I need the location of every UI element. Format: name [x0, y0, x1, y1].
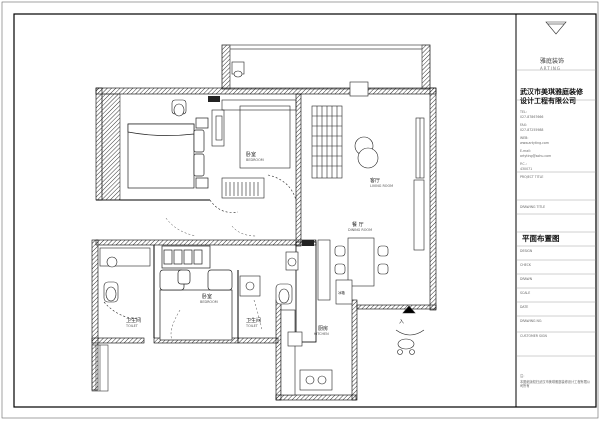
label-toilet1-en: TOILET: [125, 324, 139, 328]
field-date: DATE: [520, 305, 529, 309]
contact-web-label: WEB:: [520, 136, 529, 140]
field-check: CHECK: [520, 263, 531, 267]
inner-border: [13, 13, 597, 408]
label-toilet1-zh: 卫生间: [126, 317, 141, 324]
drawing-title: 平面布置图: [522, 234, 560, 243]
label-fridge: 冰箱: [338, 290, 345, 295]
contact-email-label: E-mail:: [520, 149, 532, 153]
label-kitchen-en: KITCHEN: [314, 332, 329, 336]
field-drawing-no: DRAWING NO.: [520, 319, 543, 323]
balcony: [221, 44, 431, 90]
logo-text: 雅庭装饰: [540, 58, 565, 65]
walls: [91, 87, 437, 401]
field-design: DESIGN: [520, 249, 533, 253]
label-toilet2-zh: 卫生间: [246, 317, 261, 324]
contact-fax: 027-87255988: [520, 128, 544, 132]
label-toilet2-en: TOILET: [245, 324, 259, 328]
kitchen-fixtures: [280, 279, 353, 396]
note-label: 注：: [520, 374, 527, 378]
contact-pc-label: P.C.:: [520, 162, 527, 166]
contact-tel-label: TEL:: [520, 110, 527, 114]
contact-web: www.artyting.com: [520, 141, 549, 145]
title-block-grid: [516, 69, 596, 357]
bed-upper: [127, 117, 209, 189]
label-living-zh: 客厅: [370, 177, 380, 184]
field-drawn: DRAWN: [520, 277, 533, 281]
label-kitchen-zh: 厨房: [318, 325, 328, 332]
contact-pc: 430071: [520, 167, 533, 171]
field-customer-sign: CUSTOMER SIGN: [520, 334, 547, 338]
upper-fixtures: [171, 61, 245, 117]
note-text: 本图纸版权归武汉市美琪雅庭装修设计工程有限公司所有: [520, 380, 591, 388]
drawing-title-label: DRAWING TITLE: [520, 205, 546, 209]
upper-bedroom-closet: [209, 99, 297, 213]
entrance-door: [395, 305, 425, 355]
label-bedroom2-zh: 卧室: [202, 293, 212, 300]
label-entrance: 入: [399, 319, 404, 325]
toilet-left-fixtures: [99, 247, 151, 319]
company-name: 武汉市美琪雅庭装修 设计工程有限公司: [520, 88, 583, 105]
title-block: 雅庭装饰 ARTING 武汉市美琪雅庭装修 设计工程有限公司 TEL: 027-…: [516, 14, 596, 407]
label-dining-zh: 餐 厅: [352, 221, 364, 228]
field-scale: SCALE: [520, 291, 531, 295]
label-living-en: LIVING ROOM: [370, 184, 393, 188]
contact-fax-label: FAX:: [520, 123, 527, 127]
dining-table: [317, 237, 389, 301]
living-room-furniture: [311, 81, 425, 251]
contact-email: artyting@sohu.com: [520, 154, 552, 158]
bed-lower: [159, 245, 233, 341]
label-bedroom1-en: BEDROOM: [246, 158, 264, 162]
label-dining-en: DINING ROOM: [348, 228, 372, 232]
logo-subtext: ARTING: [540, 66, 561, 71]
wardrobe-upper-bedroom: [101, 93, 121, 201]
contact-tel: 027-87867666: [520, 115, 544, 119]
toilet-right-fixtures: [239, 251, 299, 305]
label-bedroom1-zh: 卧室: [246, 151, 256, 158]
left-windows: [91, 344, 109, 392]
door-swings: [165, 217, 263, 341]
label-bedroom2-en: BEDROOM: [200, 300, 218, 304]
project-title-label: PROJECT TITLE: [520, 175, 544, 179]
logo-mark: [545, 21, 567, 35]
